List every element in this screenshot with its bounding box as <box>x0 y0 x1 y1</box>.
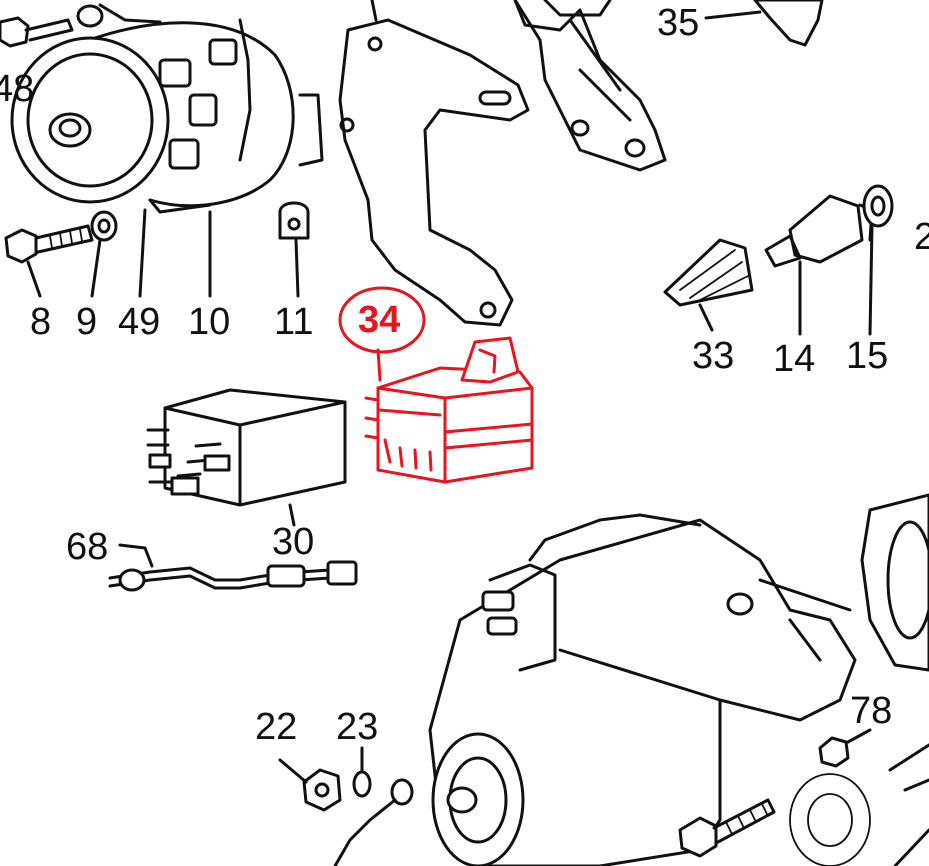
callout-34[interactable]: 34 <box>358 299 401 341</box>
nut-78-part[interactable] <box>818 728 872 768</box>
housing-fragment-part[interactable] <box>789 743 929 866</box>
clip-11-part[interactable] <box>278 201 310 298</box>
callout-23: 23 <box>336 706 379 748</box>
relay-34-part[interactable] <box>364 336 534 484</box>
callout-8: 8 <box>30 301 52 343</box>
bracket-part[interactable] <box>338 0 530 327</box>
nut-9-part[interactable] <box>90 210 118 298</box>
alternator-part[interactable] <box>10 3 324 214</box>
callout-2: 2 <box>914 216 929 258</box>
callout-33: 33 <box>692 335 735 377</box>
callout-78: 78 <box>850 690 893 732</box>
leader-49 <box>138 208 147 298</box>
bolt-8-part[interactable] <box>4 224 94 298</box>
callout-22: 22 <box>255 706 298 748</box>
callout-68: 68 <box>66 526 109 568</box>
callout-49: 49 <box>118 301 161 343</box>
callout-15: 15 <box>846 335 889 377</box>
cone-boot-33-part[interactable] <box>663 238 754 332</box>
callout-10: 10 <box>188 301 231 343</box>
top-bolt-part[interactable] <box>0 4 104 48</box>
callout-48: 48 <box>0 68 35 110</box>
wire-68-part[interactable] <box>108 543 358 592</box>
part-35[interactable] <box>704 0 824 47</box>
callout-34-ring <box>338 286 426 354</box>
washer-15-part[interactable] <box>862 184 894 336</box>
callout-30: 30 <box>272 521 315 563</box>
relay-30-part[interactable] <box>146 388 347 527</box>
sensor-14-part[interactable] <box>764 194 874 336</box>
callout-11: 11 <box>274 301 314 343</box>
callout-9: 9 <box>76 301 98 343</box>
callout-35: 35 <box>657 2 700 44</box>
starter-bolt-part[interactable] <box>678 798 776 858</box>
mount-bracket-part[interactable] <box>513 0 667 172</box>
callout-14: 14 <box>773 338 816 380</box>
starter-motor-part[interactable] <box>428 513 857 866</box>
washer-23-part[interactable] <box>333 746 414 866</box>
flange-part[interactable] <box>860 493 929 672</box>
nut-22-part[interactable] <box>278 758 342 812</box>
